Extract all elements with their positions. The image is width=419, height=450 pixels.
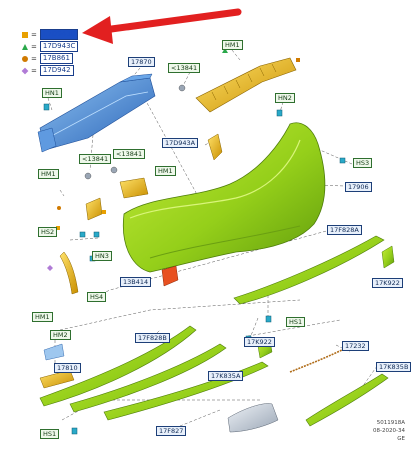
legend-code-2: 17D943C (39, 41, 79, 52)
energy-absorber (195, 57, 297, 113)
callout-hm1: HM1 (222, 40, 243, 50)
callout-hs3: HS3 (353, 158, 373, 168)
drawing-date: 08-2020-34 (373, 428, 405, 434)
callout-17810: 17810 (54, 363, 81, 373)
callout-hs1: HS1 (286, 317, 306, 327)
rear-impact-beam (37, 73, 156, 153)
drawing-number: 5011918A (376, 420, 405, 426)
callout-17k835b: 17K835B (376, 362, 412, 372)
callout-13841: <13841 (113, 149, 146, 159)
triangle-marker-icon (22, 43, 28, 50)
callout-hs2: HS2 (38, 227, 58, 237)
callout-17k835a: 17K835A (208, 371, 244, 381)
callout-hm1: HM1 (32, 312, 53, 322)
callout-13841: <13841 (168, 63, 201, 73)
legend-equals: = (31, 30, 37, 39)
legend-row-2: = 17D943C (22, 41, 79, 52)
legend-row-4: = 17D942 (21, 65, 74, 76)
callout-17f828b: 17F828B (135, 333, 170, 343)
legend-code-3: 17B861 (39, 53, 73, 64)
legend-code-4: 17D942 (39, 65, 74, 76)
callout-13841: <13841 (79, 154, 112, 164)
callout-17k922: 17K922 (244, 337, 275, 347)
callout-17232: 17232 (342, 341, 369, 351)
callout-17f827: 17F827 (156, 426, 187, 436)
diamond-marker-icon (21, 67, 29, 74)
callout-hm1: HM1 (38, 169, 59, 179)
legend-equals: = (31, 42, 37, 51)
clips-grey (84, 84, 186, 180)
reflector (161, 265, 179, 287)
callout-17906: 17906 (345, 182, 372, 192)
highlight-arrow (82, 8, 242, 44)
legend-equals: = (31, 66, 37, 75)
legend-equals: = (31, 54, 37, 63)
callout-13b414: 13B414 (120, 277, 152, 287)
drawing-region: GE (397, 436, 405, 442)
square-marker-icon (22, 31, 28, 38)
callout-hn3: HN3 (92, 251, 112, 261)
bumper-cover (122, 122, 326, 273)
legend-code-1: 17D943B (39, 29, 79, 40)
callout-hm1: HM1 (155, 166, 176, 176)
circle-marker-icon (22, 55, 28, 62)
callout-17f828a: 17F828A (327, 225, 362, 235)
legend-row-3: = 17B861 (22, 53, 73, 64)
callout-hn2: HN2 (275, 93, 295, 103)
legend-row-1: = 17D943B (22, 29, 79, 40)
callout-hs1: HS1 (40, 429, 60, 439)
callout-17d943a: 17D943A (162, 138, 199, 148)
callout-hm2: HM2 (50, 330, 71, 340)
callout-hs4: HS4 (87, 292, 107, 302)
callout-17870: 17870 (128, 57, 155, 67)
callout-17k922: 17K922 (372, 278, 403, 288)
callout-hn1: HN1 (42, 88, 62, 98)
lower-shield (227, 403, 279, 433)
lower-trim-strips (39, 235, 395, 427)
side-brackets (39, 133, 223, 389)
